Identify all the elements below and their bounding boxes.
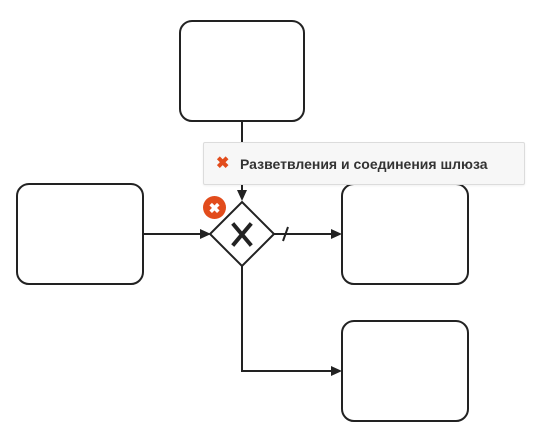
default-flow-marker — [282, 226, 289, 242]
flow-gateway-to-bottom-right[interactable] — [241, 265, 331, 372]
exclusive-gateway[interactable] — [208, 200, 276, 268]
task-right[interactable] — [341, 183, 469, 285]
arrowhead-gateway-to-bottom-right — [331, 366, 342, 376]
task-top[interactable] — [179, 20, 305, 122]
task-bottom-right[interactable] — [341, 320, 469, 422]
tooltip-message: Разветвления и соединения шлюза — [240, 155, 488, 172]
gateway-x-icon — [231, 222, 253, 247]
arrowhead-top-to-gateway — [237, 190, 247, 201]
error-badge-icon[interactable]: ✖ — [203, 196, 226, 219]
task-left[interactable] — [16, 183, 144, 285]
arrowhead-gateway-to-right — [331, 229, 342, 239]
close-icon: ✖ — [216, 154, 230, 172]
arrowhead-left-to-gateway — [200, 229, 211, 239]
validation-tooltip: ✖ Разветвления и соединения шлюза — [203, 142, 525, 185]
